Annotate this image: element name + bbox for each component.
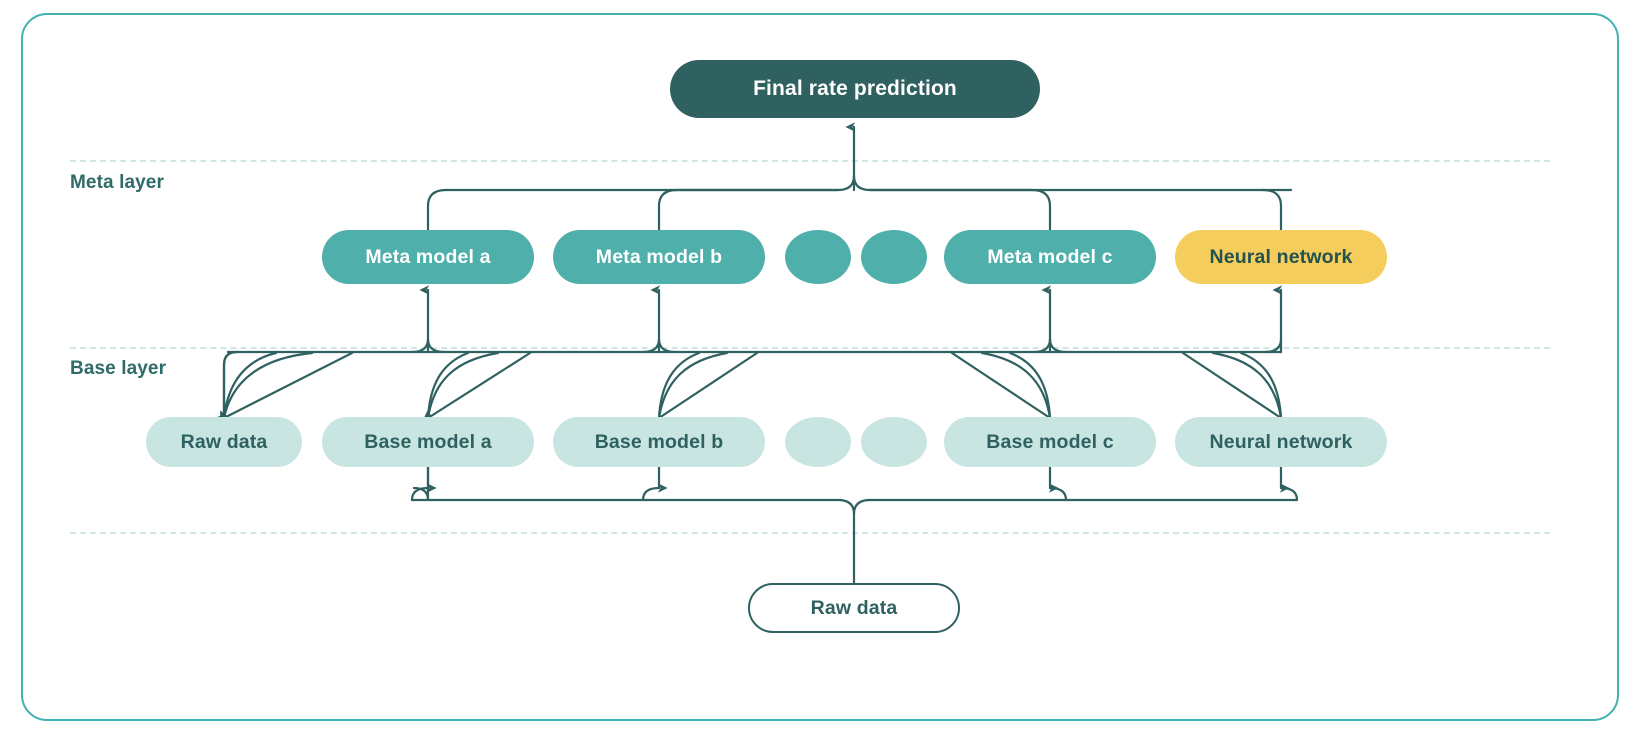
meta-node-placeholder-1 [785,230,851,284]
base-node-label: Base model a [364,430,492,453]
base-layer-label: Base layer [70,358,167,379]
base-node-label: Raw data [180,430,268,453]
final-prediction-node[interactable]: Final rate prediction [670,60,1040,118]
base-node-base-model-a[interactable]: Base model a [322,417,534,467]
meta-node-meta-model-b[interactable]: Meta model b [553,230,765,284]
meta-node-label: Meta model c [987,245,1113,268]
meta-layer-label: Meta layer [70,172,164,193]
meta-node-neural-network[interactable]: Neural network [1175,230,1387,284]
meta-node-meta-model-a[interactable]: Meta model a [322,230,534,284]
meta-node-label: Meta model b [595,245,723,268]
divider-meta-top [70,160,1550,162]
base-node-placeholder-1 [785,417,851,467]
meta-node-placeholder-2 [861,230,927,284]
divider-source-top [70,532,1550,534]
source-node-raw-data[interactable]: Raw data [748,583,960,633]
base-node-label: Neural network [1209,430,1353,453]
final-prediction-label: Final rate prediction [753,77,957,100]
base-node-raw-data[interactable]: Raw data [146,417,302,467]
base-node-placeholder-2 [861,417,927,467]
base-node-label: Base model b [594,430,724,453]
base-node-neural-network[interactable]: Neural network [1175,417,1387,467]
base-node-base-model-c[interactable]: Base model c [944,417,1156,467]
base-node-label: Base model c [986,430,1114,453]
divider-base-top [70,347,1550,349]
meta-node-label: Neural network [1209,245,1353,268]
base-node-base-model-b[interactable]: Base model b [553,417,765,467]
meta-node-meta-model-c[interactable]: Meta model c [944,230,1156,284]
source-node-label: Raw data [810,596,898,619]
meta-node-label: Meta model a [365,245,491,268]
